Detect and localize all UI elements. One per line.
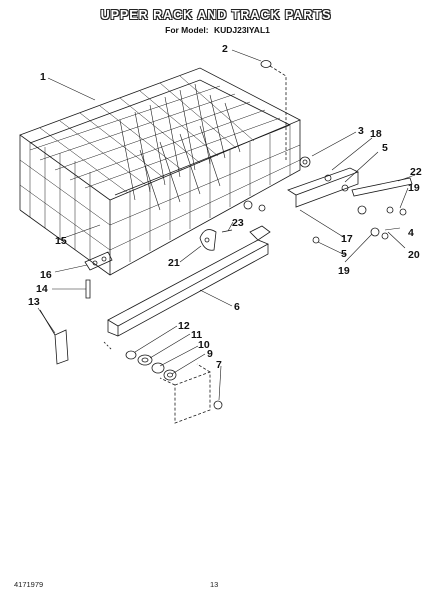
part-14-pin <box>85 279 91 299</box>
part-2-nut <box>260 60 287 160</box>
upper-rack-basket <box>19 67 301 276</box>
part-6-track-rail <box>103 225 271 351</box>
callout-22: 22 <box>410 166 422 178</box>
callout-4: 4 <box>408 227 414 239</box>
callout-3: 3 <box>358 125 364 137</box>
callout-14: 14 <box>36 283 48 295</box>
page-number: 13 <box>210 580 219 589</box>
callout-labels: 1 2 3 18 5 22 19 4 20 17 5 19 23 15 21 1… <box>28 43 422 371</box>
track-bracket-assembly <box>243 156 413 244</box>
part-16-clip <box>84 251 113 271</box>
callout-12: 12 <box>178 320 190 332</box>
callout-13: 13 <box>28 296 40 308</box>
callout-15: 15 <box>55 235 67 247</box>
callout-9: 9 <box>207 348 213 360</box>
callout-2: 2 <box>222 43 228 55</box>
part-7-cap <box>159 363 223 424</box>
callout-18: 18 <box>370 128 382 140</box>
callout-16: 16 <box>40 269 52 281</box>
roller-wheel-stack <box>125 350 177 381</box>
part-13-end-cap <box>39 309 69 365</box>
callout-20: 20 <box>408 249 420 261</box>
model-number: KUDJ23IYAL1 <box>213 25 270 35</box>
callout-5b: 5 <box>341 248 347 260</box>
callout-1: 1 <box>40 71 46 83</box>
callout-6: 6 <box>234 301 240 313</box>
callout-21: 21 <box>168 257 180 269</box>
diagram-title: UPPER RACK AND TRACK PARTS <box>100 8 332 22</box>
model-line: For Model: KUDJ23IYAL1 <box>0 25 432 35</box>
callout-19: 19 <box>408 182 420 194</box>
part-number: 4171979 <box>14 580 44 589</box>
callout-23: 23 <box>232 217 244 229</box>
model-prefix: For Model: <box>165 25 209 35</box>
callout-leaders <box>37 49 416 401</box>
callout-17: 17 <box>341 233 353 245</box>
part-21-stop <box>199 229 233 251</box>
callout-7: 7 <box>216 359 222 371</box>
callout-11: 11 <box>191 329 202 341</box>
callout-19b: 19 <box>338 265 350 277</box>
callout-5: 5 <box>382 142 388 154</box>
callout-10: 10 <box>198 339 210 351</box>
